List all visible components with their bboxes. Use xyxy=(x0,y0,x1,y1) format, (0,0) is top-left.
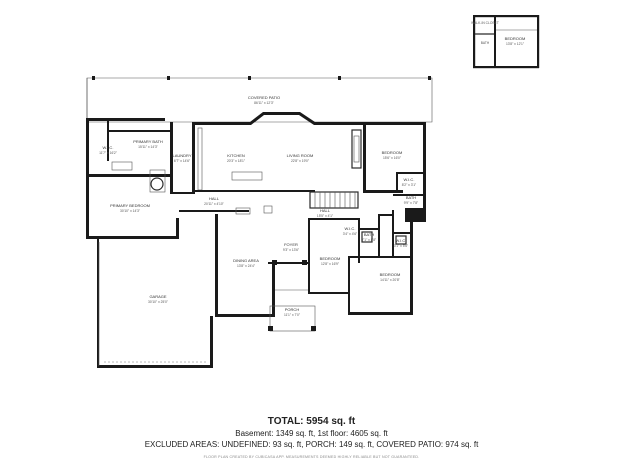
svg-text:12'8" x 16'9": 12'8" x 16'9" xyxy=(321,262,340,266)
svg-text:W.I.C.: W.I.C. xyxy=(345,226,356,231)
svg-text:BATH: BATH xyxy=(364,232,374,237)
svg-text:BATH: BATH xyxy=(406,195,416,200)
disclaimer-text: FLOOR PLAN CREATED BY CUBICASA APP. MEAS… xyxy=(203,455,420,459)
svg-text:7'1" x 8'8": 7'1" x 8'8" xyxy=(362,238,377,242)
svg-text:9'3" x 13'6": 9'3" x 13'6" xyxy=(283,248,300,252)
svg-text:LAUNDRY: LAUNDRY xyxy=(172,153,191,158)
svg-text:FOYER: FOYER xyxy=(284,242,298,247)
svg-text:14'11" x 20'8": 14'11" x 20'8" xyxy=(380,278,400,282)
svg-text:30'10" x 25'0": 30'10" x 25'0" xyxy=(148,300,169,304)
svg-text:20'3" x 18'1": 20'3" x 18'1" xyxy=(227,159,246,163)
svg-text:6'7" x 14'6": 6'7" x 14'6" xyxy=(174,159,191,163)
staircase xyxy=(309,191,359,209)
svg-text:BEDROOM: BEDROOM xyxy=(505,36,526,41)
svg-text:PRIMARY BEDROOM: PRIMARY BEDROOM xyxy=(110,203,150,208)
svg-text:86'11" x 12'3": 86'11" x 12'3" xyxy=(254,101,274,105)
room-labels: COVERED PATIO 86'11" x 12'3" W.I.C. 11'7… xyxy=(99,21,525,317)
svg-text:W.I.C.: W.I.C. xyxy=(404,177,415,182)
svg-text:11'1" x 7'0": 11'1" x 7'0" xyxy=(284,313,301,317)
svg-text:HALL: HALL xyxy=(320,208,331,213)
svg-text:KITCHEN: KITCHEN xyxy=(227,153,245,158)
svg-text:15'11" x 14'3": 15'11" x 14'3" xyxy=(138,145,158,149)
svg-text:3'1" x 5'6": 3'1" x 5'6" xyxy=(394,244,409,248)
svg-text:15'5" x 4'1": 15'5" x 4'1" xyxy=(317,214,334,218)
svg-text:8'2" x 3'1": 8'2" x 3'1" xyxy=(402,183,417,187)
svg-text:BEDROOM: BEDROOM xyxy=(320,256,341,261)
svg-text:WALK-IN CLOSET: WALK-IN CLOSET xyxy=(471,21,499,25)
svg-text:COVERED PATIO: COVERED PATIO xyxy=(248,95,280,100)
svg-text:W.I.C.: W.I.C. xyxy=(103,145,114,150)
svg-text:9'9" x 7'8": 9'9" x 7'8" xyxy=(404,201,419,205)
svg-text:3'4" x 4'6": 3'4" x 4'6" xyxy=(343,232,358,236)
svg-text:30'10" x 14'3": 30'10" x 14'3" xyxy=(120,209,141,213)
svg-text:22'8" x 19'0": 22'8" x 19'0" xyxy=(291,159,310,163)
svg-text:15'6" x 16'0": 15'6" x 16'0" xyxy=(383,156,402,160)
upper-floor-plan xyxy=(473,15,540,69)
svg-text:11'7" x 16'2": 11'7" x 16'2" xyxy=(99,151,118,155)
svg-text:W.I.C.: W.I.C. xyxy=(396,238,407,243)
svg-text:BEDROOM: BEDROOM xyxy=(382,150,403,155)
main-floor-plan: COVERED PATIO 86'11" x 12'3" W.I.C. 11'7… xyxy=(86,21,525,368)
excluded-areas-text: EXCLUDED AREAS: UNDEFINED: 93 sq. ft, PO… xyxy=(144,440,479,449)
svg-text:PORCH: PORCH xyxy=(285,307,300,312)
floor-areas-text: Basement: 1349 sq. ft, 1st floor: 4605 s… xyxy=(235,429,388,438)
svg-text:HALL: HALL xyxy=(209,196,220,201)
svg-text:PRIMARY BATH: PRIMARY BATH xyxy=(133,139,163,144)
total-area-text: TOTAL: 5954 sq. ft xyxy=(267,416,356,427)
svg-text:BATH: BATH xyxy=(481,41,490,45)
svg-text:DINING AREA: DINING AREA xyxy=(233,258,259,263)
svg-text:BEDROOM: BEDROOM xyxy=(380,272,401,277)
svg-text:13'8" x 12'1": 13'8" x 12'1" xyxy=(506,42,525,46)
svg-text:LIVING ROOM: LIVING ROOM xyxy=(287,153,314,158)
svg-text:13'8" x 24'4": 13'8" x 24'4" xyxy=(237,264,256,268)
svg-text:20'11" x 4'10": 20'11" x 4'10" xyxy=(204,202,224,206)
svg-text:GARAGE: GARAGE xyxy=(149,294,166,299)
